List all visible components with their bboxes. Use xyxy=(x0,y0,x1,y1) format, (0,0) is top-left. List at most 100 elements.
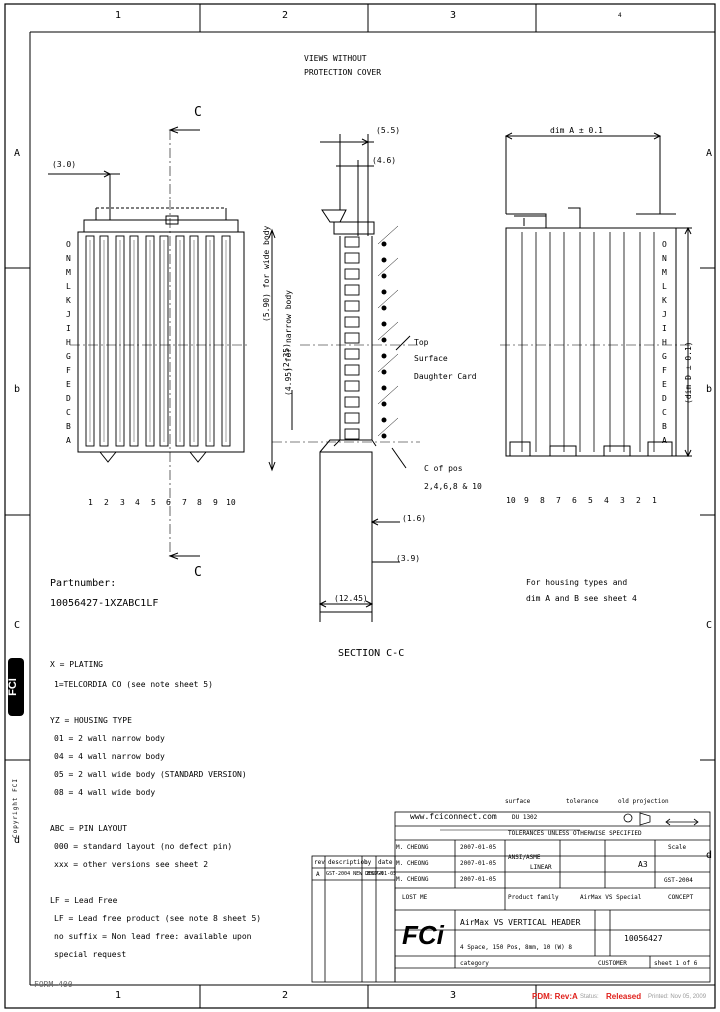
col-number: 4 xyxy=(135,498,140,507)
frame-col-3-bottom: 3 xyxy=(450,990,457,1001)
row-letter: O xyxy=(66,240,71,249)
dim-d: (dim D ± 0.1) xyxy=(684,341,693,404)
legend-lf-item: LF = Lead free product (see note 8 sheet… xyxy=(54,914,262,923)
frame-col-3: 3 xyxy=(450,10,457,21)
tb-family-val: AirMax VS Special xyxy=(580,894,642,901)
row-letter: J xyxy=(66,310,71,319)
row-letter: K xyxy=(662,296,667,305)
views-note-line-1: VIEWS WITHOUT xyxy=(304,54,367,63)
col-number: 7 xyxy=(182,498,187,507)
top-note-line-2: Surface xyxy=(414,354,448,363)
frame-row-c-right: C xyxy=(706,620,713,631)
row-letter: M xyxy=(662,268,667,277)
row-letter: B xyxy=(66,422,71,431)
dim-3-0: (3.0) xyxy=(52,160,77,169)
dim-3-9: (3.9) xyxy=(396,554,421,563)
row-letter: K xyxy=(66,296,71,305)
tb-date-3: 2007-01-05 xyxy=(460,876,497,883)
legend-lf-item: special request xyxy=(54,950,127,959)
col-number: 1 xyxy=(88,498,93,507)
row-letter: A xyxy=(66,436,71,445)
tb-customer: CUSTOMER xyxy=(598,960,627,967)
col-number: 5 xyxy=(588,496,593,505)
tb-date-1: 2007-01-05 xyxy=(460,844,497,851)
tb-lost: LOST ME xyxy=(402,894,428,901)
copyright: Copyright FCI xyxy=(12,778,19,838)
legend-lf-head: LF = Lead Free xyxy=(50,896,118,905)
legend-housing-head: YZ = HOUSING TYPE xyxy=(50,716,132,725)
row-letter: L xyxy=(66,282,71,291)
row-letter: I xyxy=(662,324,667,333)
tb-family: Product family xyxy=(508,894,559,901)
col-number: 10 xyxy=(226,498,236,507)
dim-a: dim A ± 0.1 xyxy=(550,126,603,135)
frame-border xyxy=(4,3,716,1009)
tb-date-2: 2007-01-05 xyxy=(460,860,497,867)
col-number: 2 xyxy=(104,498,109,507)
row-letter: J xyxy=(662,310,667,319)
footer-status-label: Status: xyxy=(580,994,599,1000)
frame-row-c: C xyxy=(14,620,21,631)
footer-status: Released xyxy=(606,992,642,1001)
col-number: 4 xyxy=(604,496,609,505)
row-letter: E xyxy=(66,380,71,389)
col-number: 5 xyxy=(151,498,156,507)
row-letter: F xyxy=(662,366,667,375)
tb-ref: DU 1302 xyxy=(512,814,538,821)
top-note-line-3: Daughter Card xyxy=(414,372,477,381)
tb-std: GST-2004 xyxy=(664,877,693,884)
footer-form: FORM 400 xyxy=(34,980,73,989)
tb-category: category xyxy=(460,960,489,967)
rev-header-date: date xyxy=(378,859,393,866)
dim-5-5: (5.5) xyxy=(376,126,401,135)
housing-note-line-1: For housing types and xyxy=(526,578,628,587)
dim-wide-narrow-wide: (5.90) for wide body xyxy=(262,225,271,322)
legend-lf-item: no suffix = Non lead free: available upo… xyxy=(54,932,252,941)
frame-row-a: A xyxy=(14,148,21,159)
legend-housing-item: 01 = 2 wall narrow body xyxy=(54,734,165,743)
rev-header-desc: description xyxy=(328,859,368,866)
side-view xyxy=(268,134,420,622)
tb-scale: Scale xyxy=(668,844,687,851)
row-letter: D xyxy=(66,394,71,403)
tb-drawn-2: M. CHEONG xyxy=(396,860,429,867)
frame-col-4: 4 xyxy=(618,12,622,19)
frame-col-1: 1 xyxy=(115,10,122,21)
col-number: 9 xyxy=(213,498,218,507)
tb-doc-no: 10056427 xyxy=(624,934,663,943)
section-mark-top: C xyxy=(194,105,202,120)
row-letter: A xyxy=(662,436,667,445)
dim-4-6: (4.6) xyxy=(372,156,397,165)
col-number: 6 xyxy=(166,498,171,507)
legend-plating-item: 1=TELCORDIA CO (see note sheet 5) xyxy=(54,680,213,689)
dim-2-35: (2.35) xyxy=(282,343,291,372)
frame-row-b: b xyxy=(14,384,21,395)
legend-pin-head: ABC = PIN LAYOUT xyxy=(50,824,128,833)
frame-col-1-bottom: 1 xyxy=(115,990,122,1001)
legend-plating-head: X = PLATING xyxy=(50,660,103,669)
row-letter: H xyxy=(662,338,667,347)
row-letter: H xyxy=(66,338,71,347)
tb-tol-note: TOLERANCES UNLESS OTHERWISE SPECIFIED xyxy=(508,830,642,837)
row-letter: N xyxy=(662,254,667,263)
row-letter: M xyxy=(66,268,71,277)
col-number: 6 xyxy=(572,496,577,505)
row-letter: O xyxy=(662,240,667,249)
fci-logo-icon: FCI xyxy=(6,656,26,718)
rev-row-desc: GST-2004 NEW DESIGN xyxy=(326,871,384,877)
top-note-line-1: Top xyxy=(414,338,429,347)
dim-12-45: (12.45) xyxy=(334,594,368,603)
col-number: 7 xyxy=(556,496,561,505)
col-number: 10 xyxy=(506,496,516,505)
tb-tolerance: tolerance xyxy=(566,798,599,805)
col-number: 1 xyxy=(652,496,657,505)
svg-text:FCi: FCi xyxy=(402,920,445,950)
tb-ansi: ANSI/ASME xyxy=(508,854,541,861)
tb-concept: CONCEPT xyxy=(668,894,694,901)
bottom-view xyxy=(500,132,692,458)
row-letter: C xyxy=(662,408,667,417)
legend-housing-item: 05 = 2 wall wide body (STANDARD VERSION) xyxy=(54,770,247,779)
rev-header-by: by xyxy=(364,859,372,866)
legend-housing-item: 08 = 4 wall wide body xyxy=(54,788,156,797)
tb-size: A3 xyxy=(638,860,648,869)
